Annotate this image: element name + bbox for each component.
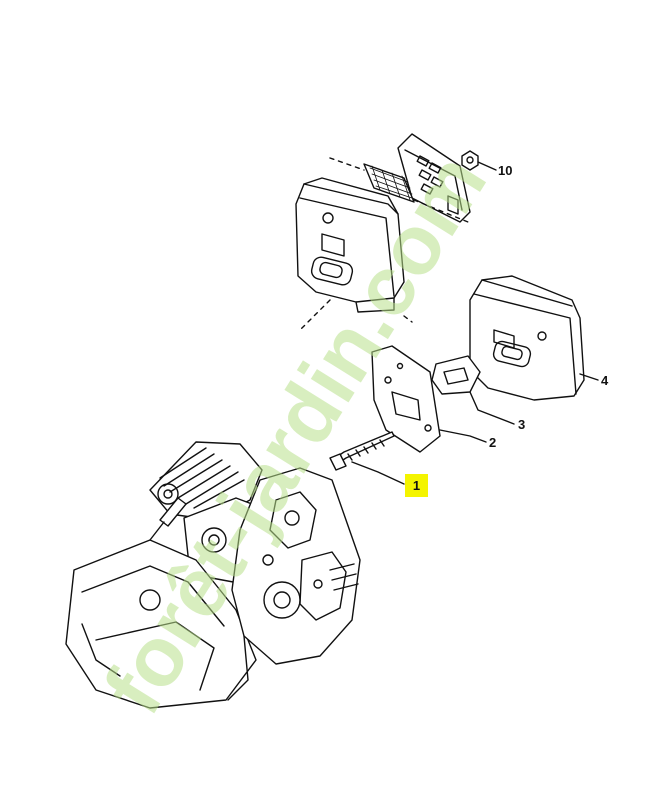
leader-line-3 <box>469 391 515 425</box>
dashed-guide-top <box>329 157 469 223</box>
muffler-upper-housing <box>295 177 405 313</box>
leader-line-1 <box>351 461 405 485</box>
callout-4: 4 <box>601 373 609 388</box>
callout-3: 3 <box>518 417 526 432</box>
leader-line-4 <box>579 373 599 381</box>
engine-crankcase <box>65 441 361 709</box>
callout-2: 2 <box>489 435 497 450</box>
callout-1-highlighted: 1 <box>405 474 428 497</box>
muffler-lower-housing <box>469 275 585 401</box>
callout-10: 10 <box>498 163 513 178</box>
spark-arrestor-screen <box>363 163 415 203</box>
hex-nut <box>461 150 479 171</box>
bolt-part-1 <box>329 431 395 471</box>
gasket-part-3 <box>431 355 481 395</box>
baffle-plate-part-2 <box>371 345 441 453</box>
leader-line-2 <box>439 429 487 443</box>
dashed-guide-mid <box>299 299 413 331</box>
leader-line-10 <box>477 161 497 171</box>
